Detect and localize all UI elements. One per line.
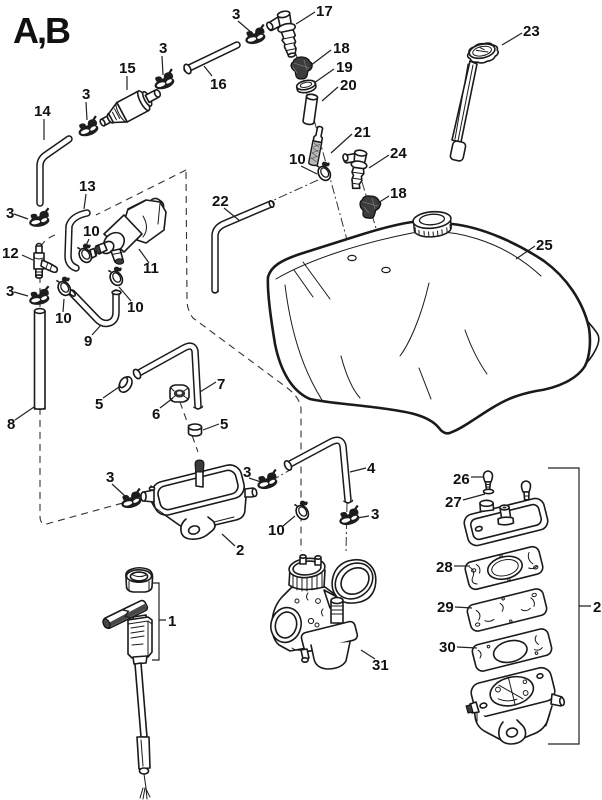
svg-text:3: 3: [243, 464, 251, 481]
svg-text:10: 10: [127, 299, 144, 316]
svg-text:16: 16: [210, 76, 227, 93]
svg-text:23: 23: [523, 23, 540, 40]
svg-text:13: 13: [79, 178, 96, 195]
svg-text:1: 1: [168, 613, 176, 630]
svg-text:8: 8: [7, 416, 15, 433]
svg-text:2: 2: [236, 542, 244, 559]
svg-text:28: 28: [436, 559, 453, 576]
svg-text:21: 21: [354, 124, 371, 141]
svg-text:18: 18: [390, 185, 407, 202]
svg-text:17: 17: [316, 3, 333, 20]
svg-text:30: 30: [439, 639, 456, 656]
svg-text:A,B: A,B: [13, 10, 70, 51]
svg-text:26: 26: [453, 471, 470, 488]
svg-text:3: 3: [82, 86, 90, 103]
svg-text:12: 12: [2, 245, 19, 262]
svg-text:20: 20: [340, 77, 357, 94]
svg-text:9: 9: [84, 333, 92, 350]
svg-text:31: 31: [372, 657, 389, 674]
svg-text:6: 6: [152, 406, 160, 423]
svg-text:22: 22: [212, 193, 229, 210]
svg-text:11: 11: [143, 260, 159, 277]
svg-text:18: 18: [333, 40, 350, 57]
svg-text:10: 10: [289, 151, 306, 168]
svg-text:14: 14: [34, 103, 51, 120]
svg-text:15: 15: [119, 60, 136, 77]
svg-text:29: 29: [437, 599, 454, 616]
svg-text:3: 3: [6, 205, 14, 222]
svg-text:10: 10: [83, 223, 100, 240]
svg-text:3: 3: [6, 283, 14, 300]
svg-text:19: 19: [336, 59, 353, 76]
svg-text:7: 7: [217, 376, 225, 393]
svg-text:3: 3: [159, 40, 167, 57]
svg-text:5: 5: [95, 396, 103, 413]
svg-text:10: 10: [268, 522, 285, 539]
svg-text:5: 5: [220, 416, 228, 433]
svg-text:25: 25: [536, 237, 553, 254]
svg-text:4: 4: [367, 460, 376, 477]
svg-text:2: 2: [593, 599, 601, 616]
svg-text:3: 3: [232, 6, 240, 23]
svg-text:10: 10: [55, 310, 72, 327]
svg-text:27: 27: [445, 494, 462, 511]
svg-text:3: 3: [106, 469, 114, 486]
svg-text:3: 3: [371, 506, 379, 523]
svg-text:24: 24: [390, 145, 407, 162]
